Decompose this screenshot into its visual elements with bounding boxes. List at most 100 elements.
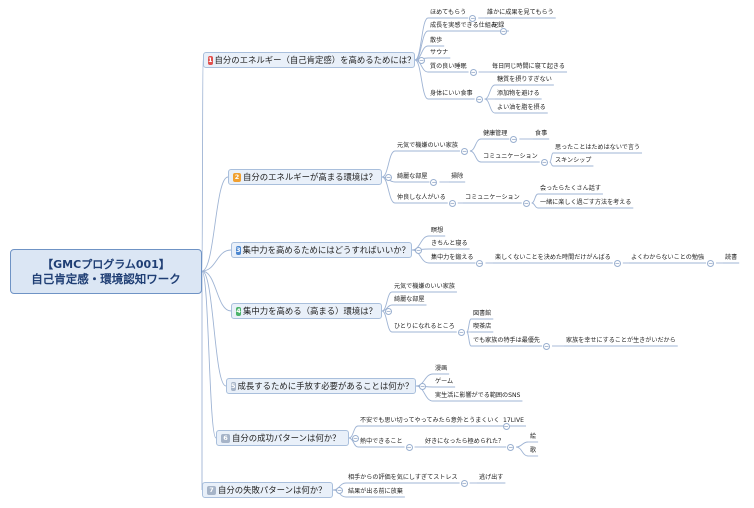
leaf-topic[interactable]: 毎日同じ時間に寝て起きる bbox=[492, 63, 566, 70]
connector bbox=[531, 202, 539, 209]
leaf-topic[interactable]: 好きになったら極められた？ bbox=[425, 438, 505, 445]
collapse-toggle-icon[interactable]: − bbox=[475, 95, 483, 103]
leaf-topic[interactable]: 誰かに成果を見てもらう bbox=[487, 9, 554, 16]
connector bbox=[516, 441, 529, 448]
leaf-topic[interactable]: スキンシップ bbox=[555, 157, 592, 164]
leaf-topic[interactable]: 漫画 bbox=[435, 365, 448, 372]
leaf-topic[interactable]: 家族を幸せにすることが生きがいだから bbox=[566, 337, 676, 344]
leaf-topic[interactable]: 記録 bbox=[492, 22, 505, 29]
leaf-topic[interactable]: 食事 bbox=[535, 130, 548, 137]
leaf-topic[interactable]: サウナ bbox=[430, 49, 449, 56]
leaf-topic[interactable]: 読書 bbox=[725, 254, 738, 261]
leaf-topic[interactable]: 元気で機嫌のいい家族 bbox=[397, 142, 458, 149]
connector bbox=[466, 331, 472, 347]
leaf-topic[interactable]: 添加物を避ける bbox=[497, 90, 540, 97]
connector bbox=[381, 150, 396, 178]
collapse-toggle-icon[interactable]: − bbox=[352, 434, 359, 442]
collapse-toggle-icon[interactable]: − bbox=[707, 259, 715, 267]
leaf-topic[interactable]: コミュニケーション bbox=[465, 194, 520, 201]
collapse-toggle-icon[interactable]: − bbox=[336, 486, 343, 494]
leaf-topic[interactable]: 喫茶店 bbox=[473, 323, 492, 330]
leaf-topic[interactable]: 歌 bbox=[530, 447, 537, 454]
leaf-topic[interactable]: 散歩 bbox=[430, 37, 443, 44]
branch-label: 成長するために手放す必要があることは何か？ bbox=[237, 381, 414, 391]
collapse-toggle-icon[interactable]: − bbox=[502, 422, 510, 430]
collapse-toggle-icon[interactable]: − bbox=[460, 147, 468, 155]
collapse-toggle-icon[interactable]: − bbox=[419, 382, 426, 390]
connector bbox=[201, 270, 217, 439]
leaf-topic[interactable]: 健康管理 bbox=[483, 130, 508, 137]
leaf-topic[interactable]: 集中力を鍛える bbox=[431, 254, 474, 261]
leaf-topic[interactable]: 綺麗な部屋 bbox=[394, 296, 425, 303]
leaf-topic[interactable]: 絵 bbox=[530, 433, 537, 440]
collapse-toggle-icon[interactable]: − bbox=[499, 27, 507, 35]
leaf-topic[interactable]: 図書館 bbox=[473, 310, 492, 317]
collapse-toggle-icon[interactable]: − bbox=[418, 56, 425, 64]
collapse-toggle-icon[interactable]: − bbox=[510, 135, 518, 143]
branch-number-badge: 2 bbox=[233, 172, 241, 182]
connector bbox=[332, 489, 347, 498]
leaf-topic[interactable]: 一緒に楽しく過ごす方法を考える bbox=[540, 199, 632, 206]
branch-number-badge: 3 bbox=[236, 245, 241, 255]
leaf-topic[interactable]: よい油を脂を摂る bbox=[497, 104, 546, 111]
leaf-topic[interactable]: 掃除 bbox=[451, 173, 464, 180]
leaf-topic[interactable]: ゲーム bbox=[435, 378, 454, 385]
leaf-topic[interactable]: 不安でも思い切ってやってみたら意外とうまくいく bbox=[360, 417, 500, 424]
collapse-toggle-icon[interactable]: − bbox=[540, 158, 548, 166]
connector bbox=[484, 84, 496, 100]
collapse-toggle-icon[interactable]: − bbox=[469, 68, 477, 76]
leaf-topic[interactable]: 会ったらたくさん話す bbox=[540, 185, 601, 192]
leaf-topic[interactable]: コミュニケーション bbox=[483, 153, 538, 160]
leaf-topic[interactable]: 綺麗な部屋 bbox=[397, 173, 428, 180]
leaf-topic[interactable]: 瞑想 bbox=[431, 227, 444, 234]
leaf-topic[interactable]: 質の良い睡眠 bbox=[430, 63, 467, 70]
collapse-toggle-icon[interactable]: − bbox=[385, 307, 392, 315]
connector bbox=[549, 161, 554, 167]
leaf-topic[interactable]: 熱中できること bbox=[360, 438, 403, 445]
leaf-topic[interactable]: 思ったことはためはないで言う bbox=[555, 144, 641, 151]
collapse-toggle-icon[interactable]: − bbox=[507, 443, 515, 451]
leaf-topic[interactable]: 仲良しな人がいる bbox=[397, 194, 446, 201]
leaf-topic[interactable]: 成長を実感できる仕組み bbox=[430, 22, 497, 29]
collapse-toggle-icon[interactable]: − bbox=[613, 259, 621, 267]
leaf-topic[interactable]: でも家族の特手は最優先 bbox=[473, 337, 541, 344]
leaf-topic[interactable]: 逃げ出す bbox=[479, 474, 504, 481]
leaf-topic[interactable]: きちんと寝る bbox=[431, 240, 468, 247]
leaf-topic[interactable]: 元気で機嫌のいい家族 bbox=[394, 283, 455, 290]
root-topic[interactable]: 【GMCプログラム001】 自己肯定感・環境認知ワーク bbox=[10, 249, 202, 294]
leaf-topic[interactable]: 実生活に影響がでる範囲のSNS bbox=[435, 392, 521, 399]
leaf-topic[interactable]: 糖質を摂りすぎない bbox=[497, 76, 552, 83]
collapse-toggle-icon[interactable]: − bbox=[415, 246, 422, 254]
collapse-toggle-icon[interactable]: − bbox=[460, 479, 468, 487]
collapse-toggle-icon[interactable]: − bbox=[385, 173, 392, 181]
collapse-toggle-icon[interactable]: − bbox=[457, 328, 465, 336]
leaf-topic[interactable]: ひとりになれるところ bbox=[394, 323, 455, 330]
leaf-topic[interactable]: 身体にいい食事 bbox=[430, 90, 473, 97]
collapse-toggle-icon[interactable]: − bbox=[476, 259, 484, 267]
collapse-toggle-icon[interactable]: − bbox=[405, 443, 413, 451]
leaf-topic[interactable]: 相手からの評価を気にしすぎてストレス bbox=[348, 474, 458, 481]
connector bbox=[201, 270, 232, 312]
leaf-topic[interactable]: よくわからないことの勉強 bbox=[631, 254, 705, 261]
leaf-topic[interactable]: 17LIVE bbox=[503, 417, 524, 424]
collapse-toggle-icon[interactable]: − bbox=[430, 178, 438, 186]
connector bbox=[484, 98, 496, 114]
collapse-toggle-icon[interactable]: − bbox=[448, 199, 456, 207]
connector bbox=[549, 152, 554, 163]
branch-label: 自分のエネルギー（自己肯定感）を高めるためには？ bbox=[214, 55, 416, 65]
collapse-toggle-icon[interactable]: − bbox=[543, 342, 551, 350]
connector bbox=[531, 193, 539, 204]
connector bbox=[381, 310, 393, 333]
leaf-topic[interactable]: 結果が出る前に放棄 bbox=[348, 488, 403, 495]
leaf-topic[interactable]: 楽しくないことを決めた時間だけがんばる bbox=[495, 254, 611, 261]
collapse-toggle-icon[interactable]: − bbox=[469, 14, 477, 22]
collapse-toggle-icon[interactable]: − bbox=[522, 199, 530, 207]
leaf-topic[interactable]: ほめてもらう bbox=[430, 9, 467, 16]
